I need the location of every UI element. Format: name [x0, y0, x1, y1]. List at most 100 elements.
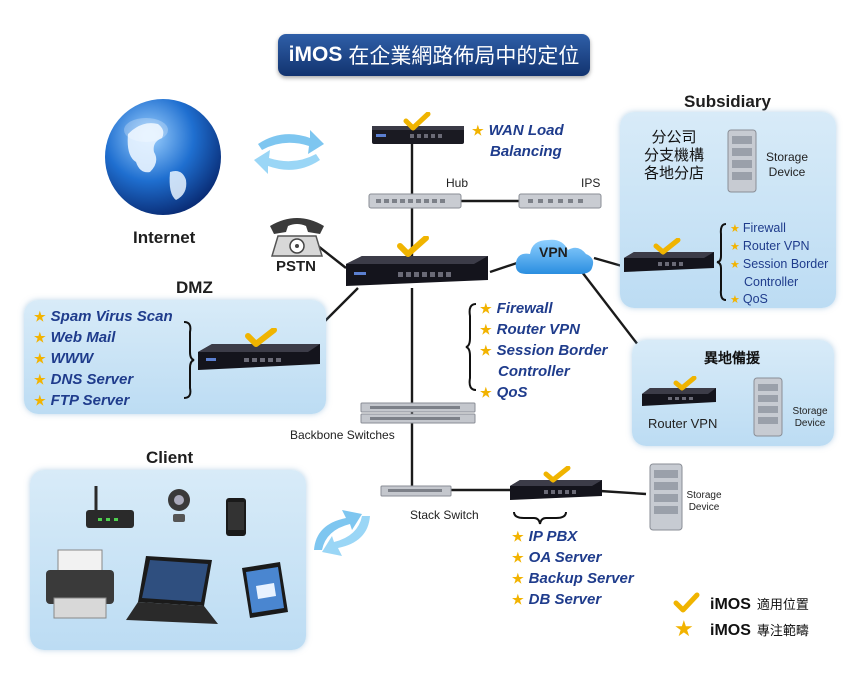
phone-device-icon [226, 498, 246, 536]
globe-icon [105, 99, 221, 215]
star-icon: ★ [480, 301, 492, 316]
stack-switch-device [380, 485, 452, 497]
vpn-label: VPN [539, 244, 568, 260]
star-icon: ★ [480, 322, 492, 337]
hub-label: Hub [446, 176, 469, 190]
dmz-brace [183, 321, 195, 399]
dmz-services: ★Spam Virus Scan ★Web Mail ★WWW ★DNS Ser… [34, 306, 173, 411]
star-icon: ★ [512, 550, 524, 565]
wifi-router-icon [86, 486, 134, 528]
subsidiary-service-item: ★Session Border [730, 257, 829, 271]
core-service-item: ★Session Border [480, 342, 608, 359]
subsidiary-brace [716, 223, 727, 301]
subsidiary-services: ★Firewall ★Router VPN ★Session Border Co… [730, 220, 828, 309]
wan-line2: Balancing [490, 143, 562, 160]
star-icon: ★ [34, 351, 46, 366]
server-service-item: ★OA Server [512, 549, 602, 566]
internet-label: Internet [133, 228, 196, 247]
star-icon: ★ [730, 259, 740, 271]
backbone-switch-device [360, 402, 476, 424]
title-brand: iMOS [288, 43, 343, 66]
star-icon: ★ [512, 592, 524, 607]
wan-line1: WAN Load [488, 122, 564, 139]
subsidiary-service-item: ★QoS [730, 292, 768, 306]
dmz-service-item: ★DNS Server [34, 371, 134, 388]
server-service-item: ★DB Server [512, 591, 602, 608]
server-service-item: ★Backup Server [512, 570, 634, 587]
subsidiary-service-item: ★Firewall [730, 221, 786, 235]
server-service-item: ★IP PBX [512, 528, 578, 545]
subsidiary-cn-text: 分公司分支機構各地分店 [643, 128, 704, 182]
star-icon: ★ [512, 529, 524, 544]
legend-check-icon [673, 592, 700, 613]
dmz-service-item: ★FTP Server [34, 392, 130, 409]
ips-label: IPS [581, 176, 601, 190]
backup-router-device [642, 376, 716, 406]
webcam-icon [168, 489, 190, 522]
core-service-item: ★Firewall [480, 300, 553, 317]
backup-router-label: Router VPN [648, 416, 718, 431]
star-icon: ★ [34, 309, 46, 324]
client-title: Client [146, 448, 194, 467]
star-icon: ★ [730, 294, 740, 306]
line-pstn-core [317, 245, 347, 269]
star-icon: ★ [480, 385, 492, 400]
line-core-vpn [489, 260, 521, 274]
page-title: iMOS 在企業網路佈局中的定位 [278, 34, 590, 76]
subsidiary-service-item: ★Router VPN [730, 239, 810, 253]
server-storage-icon [649, 463, 683, 531]
backup-storage-icon [753, 377, 783, 437]
star-icon: ★ [512, 571, 524, 586]
subsidiary-title: Subsidiary [684, 92, 771, 111]
star-icon: ★ [730, 241, 740, 253]
legend-star-icon: ★ [674, 616, 694, 641]
line-vpn-subsidiary [593, 256, 623, 268]
star-icon: ★ [34, 372, 46, 387]
subsidiary-router-device [624, 238, 714, 272]
core-router-device [346, 236, 488, 286]
wan-router-device [372, 112, 464, 144]
backbone-label: Backbone Switches [290, 428, 395, 442]
dmz-router-device [198, 328, 320, 370]
sync-arrows-icon [314, 510, 370, 556]
dmz-service-item: ★WWW [34, 350, 94, 367]
printer-icon [46, 549, 114, 619]
star-icon: ★ [472, 123, 484, 138]
backup-site-title: 異地備援 [704, 351, 760, 367]
subsidiary-storage-icon [727, 129, 757, 193]
line-server-storage [599, 489, 647, 496]
vpn-cloud-icon [515, 239, 594, 274]
dmz-service-item: ★Web Mail [34, 329, 116, 346]
stack-switch-label: Stack Switch [410, 508, 479, 522]
star-icon: ★ [34, 330, 46, 345]
dmz-title: DMZ [176, 278, 213, 297]
star-icon: ★ [34, 393, 46, 408]
core-services-brace [465, 303, 477, 391]
phone-icon [270, 218, 324, 257]
core-service-item: ★Router VPN [480, 321, 580, 338]
server-services-brace [513, 511, 567, 525]
star-icon: ★ [480, 343, 492, 358]
subsidiary-service-item: Controller [744, 275, 799, 289]
core-service-item: Controller [498, 363, 570, 380]
server-router-device [510, 466, 602, 500]
tablet-icon [242, 562, 288, 618]
pstn-label: PSTN [276, 258, 317, 275]
core-services: ★Firewall ★Router VPN ★Session Border Co… [480, 298, 608, 403]
core-service-item: ★QoS [480, 384, 528, 401]
server-services: ★IP PBX ★OA Server ★Backup Server ★DB Se… [512, 526, 634, 610]
laptop-icon [126, 556, 218, 624]
sync-arrows-icon [254, 130, 324, 174]
wan-services: ★ WAN Load Balancing [472, 120, 564, 162]
title-text: 在企業網路佈局中的定位 [348, 44, 580, 68]
ips-device [518, 193, 602, 209]
star-icon: ★ [730, 223, 740, 235]
dmz-service-item: ★Spam Virus Scan [34, 308, 173, 325]
hub-device [368, 193, 462, 209]
